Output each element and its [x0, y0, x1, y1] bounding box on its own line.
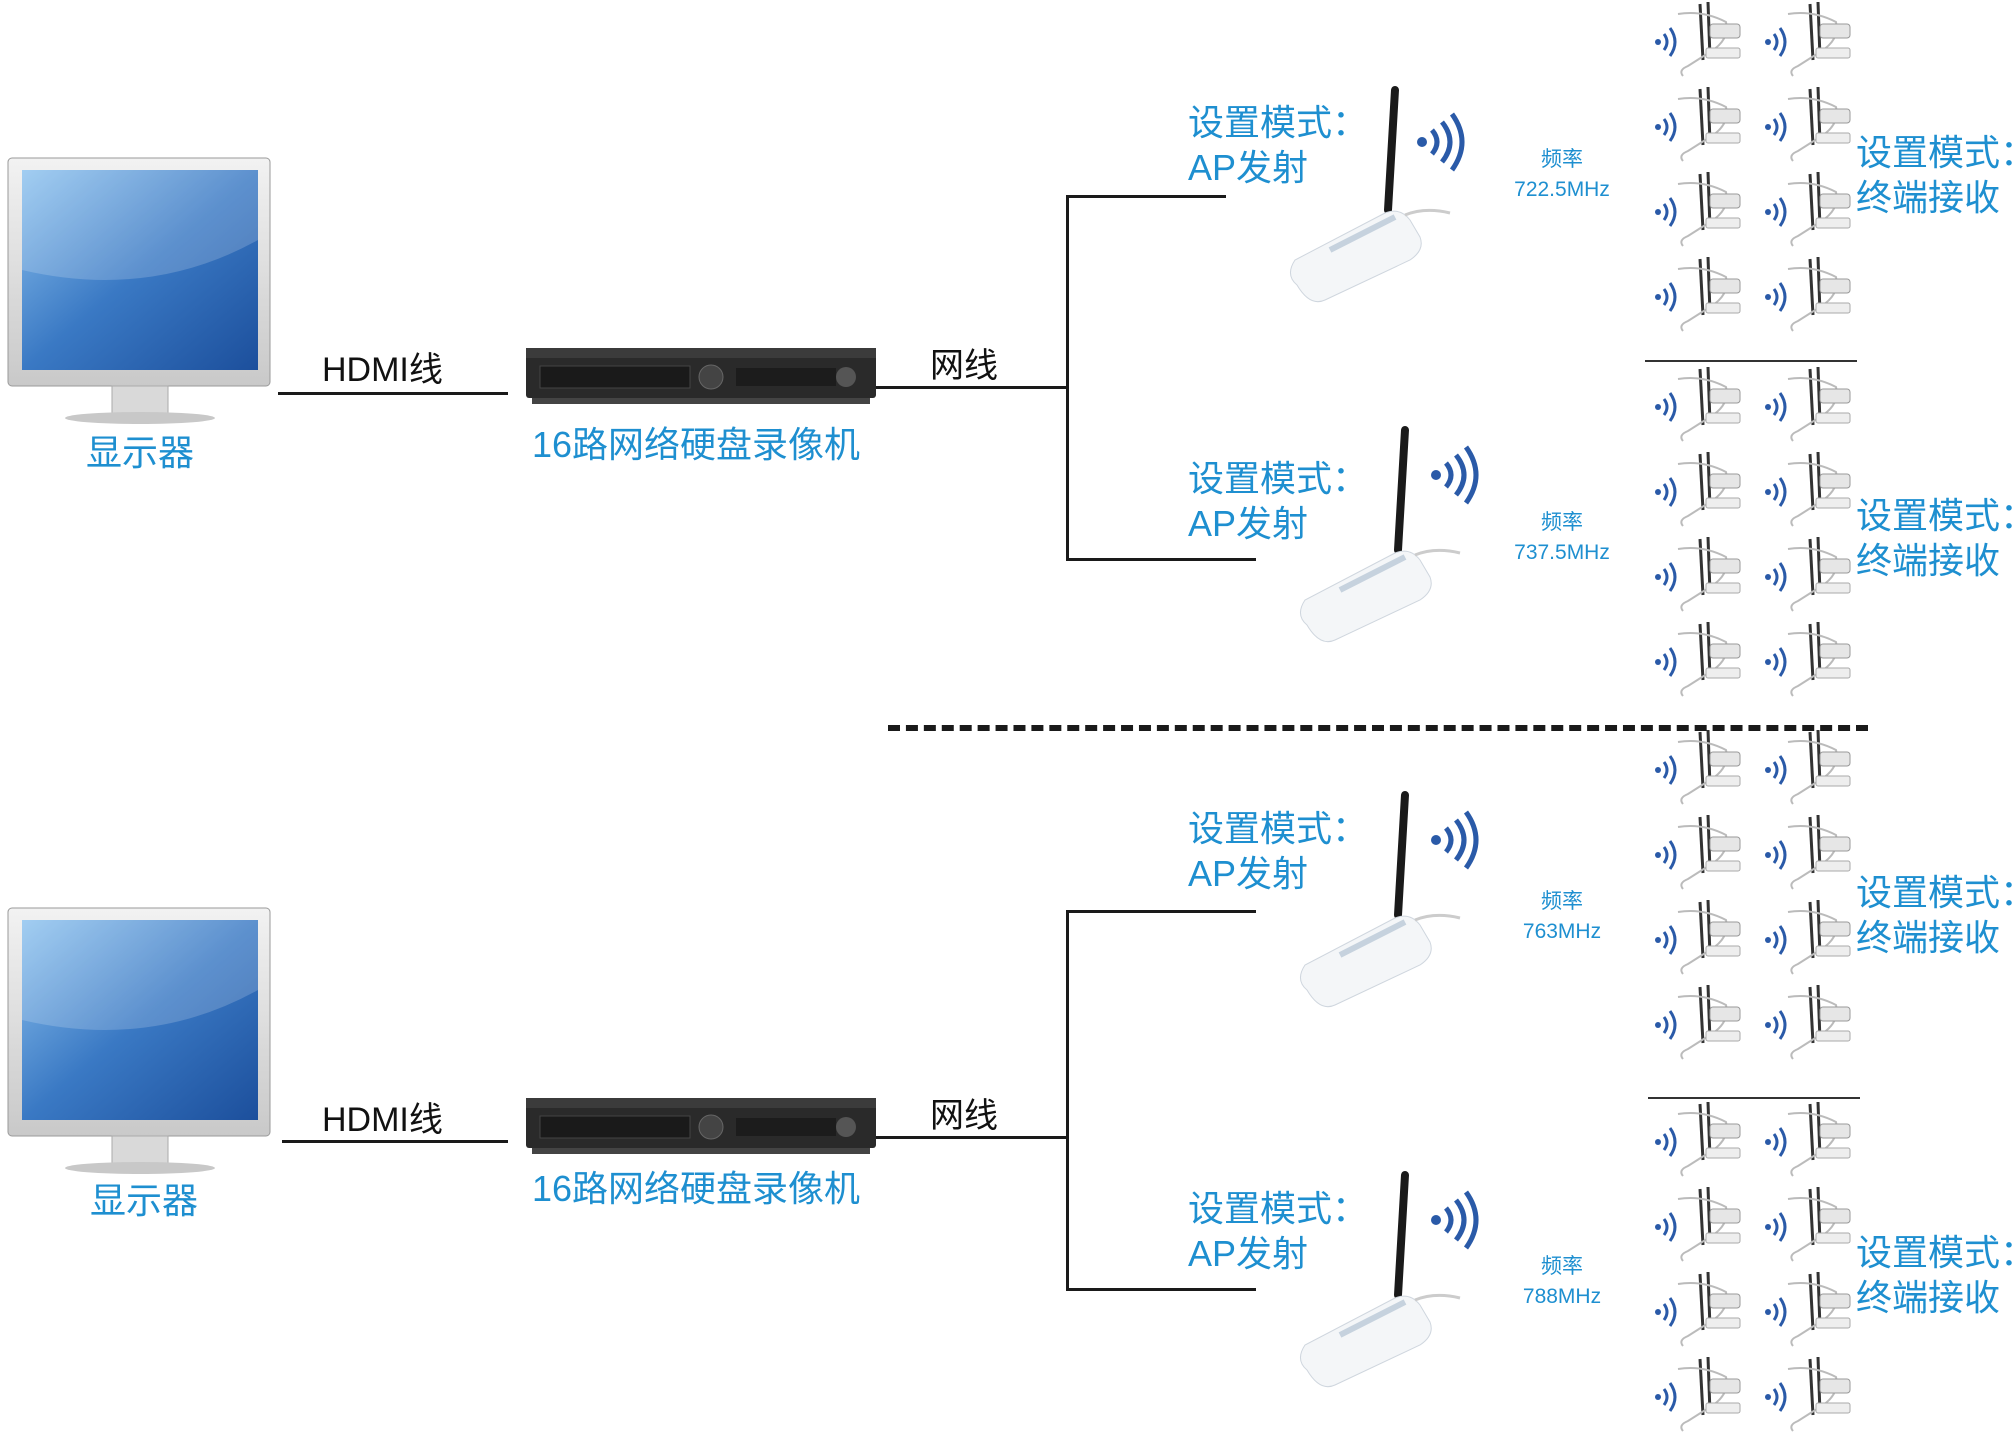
wireless-camera-icon — [1648, 85, 1748, 165]
hdmi-cable-line — [282, 1140, 508, 1143]
wireless-camera-icon — [1648, 1270, 1748, 1350]
wireless-camera-icon — [1648, 1355, 1748, 1435]
wireless-camera-icon — [1758, 1100, 1858, 1180]
wireless-camera-icon — [1648, 898, 1748, 978]
wireless-camera-icon — [1648, 255, 1748, 335]
hdmi-cable-label: HDMI线 — [322, 351, 443, 389]
group-separator — [1645, 360, 1857, 362]
monitor-icon — [0, 150, 280, 425]
nvr-label: 16路网络硬盘录像机 — [532, 1168, 861, 1209]
receiver-mode-line2: 终端接收 — [1856, 1277, 2001, 1318]
wireless-camera-icon — [1648, 0, 1748, 80]
wireless-camera-icon — [1648, 983, 1748, 1063]
wireless-camera-icon — [1648, 620, 1748, 700]
nvr-device-icon — [526, 348, 876, 404]
network-cable-label: 网线 — [930, 347, 998, 385]
frequency-title: 频率 — [1541, 890, 1583, 913]
wifi-signal-icon — [1430, 445, 1480, 505]
receiver-mode-line1: 设置模式： — [1856, 132, 2014, 173]
wireless-camera-icon — [1758, 620, 1858, 700]
wireless-transmitter-icon — [1295, 790, 1465, 1010]
frequency-title: 频率 — [1541, 1255, 1583, 1278]
wireless-camera-icon — [1758, 1185, 1858, 1265]
wireless-camera-icon — [1758, 983, 1858, 1063]
junction-vertical — [1066, 910, 1069, 1290]
wireless-camera-icon — [1648, 728, 1748, 808]
transmitter-mode-line2: AP发射 — [1188, 1233, 1309, 1274]
transmitter-mode-line2: AP发射 — [1188, 503, 1309, 544]
network-cable-label: 网线 — [930, 1097, 998, 1135]
wireless-camera-icon — [1648, 450, 1748, 530]
receiver-mode-line1: 设置模式： — [1856, 495, 2014, 536]
receiver-mode-line1: 设置模式： — [1856, 872, 2014, 913]
wireless-camera-icon — [1648, 170, 1748, 250]
monitor-icon — [0, 900, 280, 1175]
wireless-camera-icon — [1648, 535, 1748, 615]
frequency-value: 737.5MHz — [1514, 541, 1610, 564]
branch-top — [1066, 910, 1256, 913]
wireless-transmitter-icon — [1285, 85, 1455, 305]
frequency-title: 频率 — [1541, 511, 1583, 534]
monitor-label: 显示器 — [90, 1180, 199, 1221]
wireless-camera-icon — [1758, 85, 1858, 165]
network-cable-line — [876, 386, 1068, 389]
receiver-mode-line2: 终端接收 — [1856, 917, 2001, 958]
receiver-mode-line1: 设置模式： — [1856, 1232, 2014, 1273]
wireless-camera-icon — [1648, 365, 1748, 445]
receiver-mode-line2: 终端接收 — [1856, 177, 2001, 218]
wireless-camera-icon — [1758, 1355, 1858, 1435]
frequency-value: 788MHz — [1522, 1285, 1602, 1308]
hdmi-cable-line — [278, 392, 508, 395]
wireless-camera-icon — [1758, 0, 1858, 80]
frequency-title: 频率 — [1541, 148, 1583, 171]
frequency-value: 722.5MHz — [1514, 178, 1610, 201]
wireless-camera-icon — [1648, 813, 1748, 893]
wifi-signal-icon — [1416, 112, 1466, 172]
monitor-label: 显示器 — [86, 432, 195, 473]
nvr-label: 16路网络硬盘录像机 — [532, 424, 861, 465]
transmitter-mode-line2: AP发射 — [1188, 853, 1309, 894]
group-separator — [1648, 1097, 1860, 1099]
network-cable-line — [876, 1136, 1068, 1139]
transmitter-mode-line1: 设置模式： — [1188, 808, 1369, 849]
wifi-signal-icon — [1430, 1190, 1480, 1250]
wireless-camera-icon — [1758, 813, 1858, 893]
wireless-camera-icon — [1758, 170, 1858, 250]
wireless-camera-icon — [1758, 450, 1858, 530]
wireless-camera-icon — [1758, 365, 1858, 445]
wireless-camera-icon — [1758, 898, 1858, 978]
branch-top — [1066, 195, 1226, 198]
wifi-signal-icon — [1430, 810, 1480, 870]
wireless-camera-icon — [1648, 1185, 1748, 1265]
wireless-camera-icon — [1648, 1100, 1748, 1180]
wireless-camera-icon — [1758, 728, 1858, 808]
wireless-camera-icon — [1758, 535, 1858, 615]
transmitter-mode-line2: AP发射 — [1188, 147, 1309, 188]
system-divider — [888, 725, 1868, 737]
wireless-camera-icon — [1758, 1270, 1858, 1350]
frequency-value: 763MHz — [1522, 920, 1602, 943]
hdmi-cable-label: HDMI线 — [322, 1101, 443, 1139]
transmitter-mode-line1: 设置模式： — [1188, 1188, 1369, 1229]
branch-bottom — [1066, 1288, 1256, 1291]
transmitter-mode-line1: 设置模式： — [1188, 102, 1369, 143]
junction-vertical — [1066, 195, 1069, 561]
transmitter-mode-line1: 设置模式： — [1188, 458, 1369, 499]
branch-bottom — [1066, 558, 1256, 561]
wireless-camera-icon — [1758, 255, 1858, 335]
wireless-transmitter-icon — [1295, 1170, 1465, 1390]
receiver-mode-line2: 终端接收 — [1856, 540, 2001, 581]
nvr-device-icon — [526, 1098, 876, 1154]
wireless-transmitter-icon — [1295, 425, 1465, 645]
